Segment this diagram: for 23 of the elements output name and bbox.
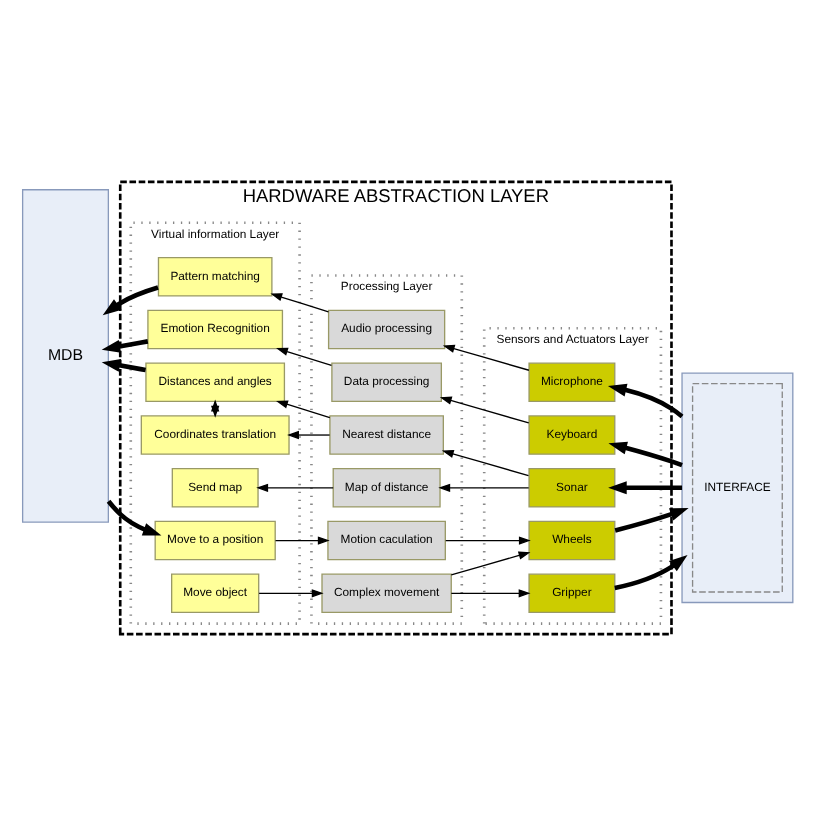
arrow bbox=[287, 429, 331, 439]
arrow bbox=[614, 553, 688, 590]
arrow bbox=[438, 482, 530, 491]
arrow bbox=[608, 480, 683, 494]
arrow bbox=[450, 550, 531, 575]
arrow bbox=[445, 535, 531, 544]
arrow bbox=[106, 498, 162, 535]
arrow bbox=[441, 448, 530, 476]
arrow bbox=[258, 588, 324, 597]
arrow bbox=[101, 358, 146, 372]
arrow bbox=[276, 346, 333, 366]
arrow bbox=[276, 399, 331, 418]
arrow bbox=[102, 284, 159, 315]
cluster bbox=[681, 371, 794, 603]
arrow bbox=[450, 588, 531, 597]
arrow bbox=[274, 535, 330, 544]
arrow bbox=[270, 292, 330, 312]
arrow bbox=[614, 507, 689, 532]
arrow bbox=[256, 482, 334, 491]
arrow bbox=[608, 440, 683, 467]
arrow bbox=[101, 338, 149, 352]
arrow bbox=[439, 395, 530, 423]
arrow bbox=[442, 343, 530, 370]
